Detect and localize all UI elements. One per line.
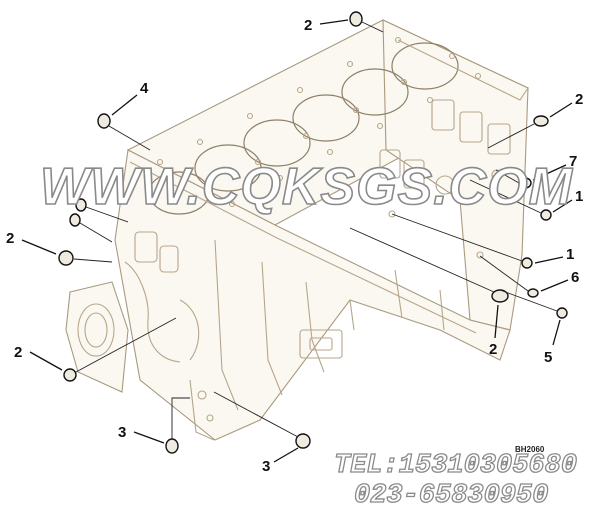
callout-c2-right-top: 2	[575, 91, 583, 108]
flange-bore	[77, 303, 115, 357]
leader-c2-left	[21, 239, 57, 255]
plug-3-bottom	[295, 433, 311, 449]
plug-left-upper-b	[69, 213, 81, 227]
plug-1-mid	[521, 257, 533, 269]
callout-c7: 7	[569, 153, 577, 170]
part-line-right-top	[487, 123, 535, 149]
plug-3-left	[165, 438, 179, 454]
part-line-3-bottom	[213, 391, 299, 438]
plug-top	[349, 11, 363, 27]
cylinder-bore-2	[341, 68, 409, 116]
callout-labels: 2 4 2 7 1 2 1 6 2 5 2 3 3	[6, 17, 583, 475]
leader-c2-top	[319, 19, 349, 25]
front-flange	[65, 281, 129, 393]
plug-6	[527, 288, 539, 298]
plug-2-bottom-left	[63, 368, 77, 382]
callout-c2-top: 2	[304, 17, 312, 34]
callout-c3-left: 3	[118, 424, 126, 441]
leader-c1-mid	[534, 256, 564, 264]
plugs	[58, 11, 568, 454]
plug-5	[556, 307, 568, 319]
callout-c2-left: 2	[6, 230, 14, 247]
callout-c4: 4	[140, 80, 149, 97]
callout-c2-bottom-left: 2	[14, 344, 22, 361]
callout-c1-right: 1	[575, 188, 583, 205]
leader-c6	[540, 279, 569, 292]
leader-lines	[21, 19, 573, 463]
part-line-3-left	[171, 397, 190, 439]
head-bolt-holes	[156, 36, 482, 208]
cylinder-bore-5	[194, 144, 262, 192]
watermark-phone-2: 023-65830950	[354, 481, 548, 511]
watermark-url: WWW.CQKSGS.COM	[40, 158, 574, 216]
deck-edge-rear	[397, 39, 529, 101]
callout-c1-mid: 1	[566, 246, 574, 263]
cylinder-bore-3	[292, 94, 360, 142]
cylinder-bore-1	[391, 42, 459, 90]
side-ribs	[214, 239, 445, 411]
cylinder-bore-6	[148, 171, 210, 215]
plug-2-left	[58, 250, 74, 266]
cylinder-bore-4	[243, 119, 311, 167]
watermark-stamp: BH2060	[515, 445, 545, 454]
leader-c3-bottom	[273, 447, 299, 463]
leader-c4	[111, 94, 138, 116]
part-line-left-a	[85, 206, 129, 223]
plug-left-upper-a	[75, 198, 87, 212]
part-line-top	[361, 21, 384, 33]
leader-c2-right-top	[549, 102, 573, 118]
plug-right-top	[533, 115, 549, 127]
leader-c5	[552, 319, 561, 346]
leader-c2-mid	[494, 304, 499, 339]
leader-c1-right	[552, 199, 573, 213]
rear-face-details	[379, 99, 511, 259]
deck-edge-lower	[129, 161, 477, 334]
plug-1-right	[540, 209, 552, 221]
part-line-5	[499, 289, 558, 312]
part-line-6	[479, 255, 529, 292]
callout-c6: 6	[571, 269, 579, 286]
leader-c3-left	[133, 431, 165, 444]
part-line-4	[108, 125, 151, 151]
part-line-1-mid	[391, 213, 523, 262]
part-line-2-bottom-left	[75, 317, 177, 373]
callout-c3-bottom: 3	[262, 458, 270, 475]
part-line-2-left	[73, 258, 113, 263]
engine-block-drawing	[65, 19, 530, 441]
part-line-7	[495, 169, 520, 184]
part-line-2-mid	[349, 227, 495, 293]
callout-c2-mid: 2	[489, 341, 497, 358]
part-line-left-b	[79, 222, 113, 243]
callout-c5: 5	[544, 349, 552, 366]
part-line-1-right	[469, 179, 542, 214]
front-passages	[124, 231, 343, 441]
watermark: WWW.CQKSGS.COM BH2060 TEL:15310305680 02…	[39, 157, 577, 511]
block-side-face	[114, 149, 511, 441]
leader-c2-bottom-left	[29, 351, 63, 371]
watermark-phone-1: TEL:15310305680	[334, 451, 577, 481]
plug-4	[97, 113, 111, 129]
flange-bore-inner	[84, 312, 108, 348]
leader-c7	[532, 164, 567, 181]
